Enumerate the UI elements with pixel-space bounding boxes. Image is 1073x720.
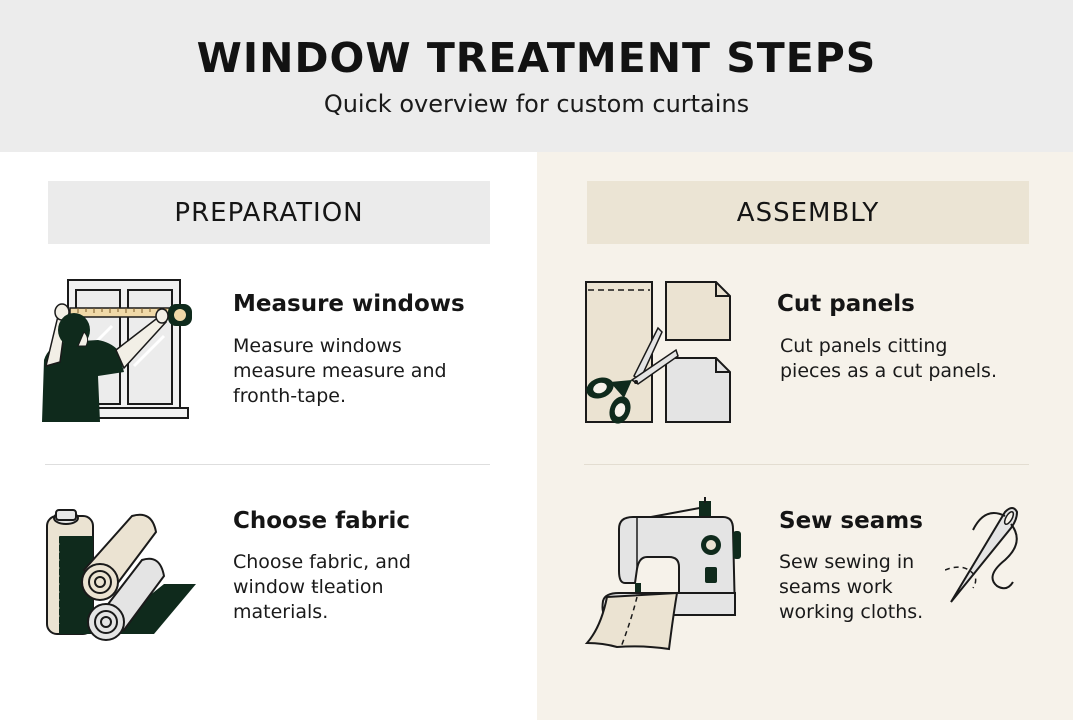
- section-heading-assembly: ASSEMBLY: [587, 181, 1029, 244]
- step-description: Cut panels citting pieces as a cut panel…: [780, 335, 997, 382]
- step-measure-windows: Measure windows Measure windows measure …: [0, 152, 537, 452]
- step-description: Sew sewing in seams work working cloths.: [779, 551, 924, 623]
- step-description: Measure windows measure measure and fron…: [233, 335, 447, 407]
- needle-thread-icon: [945, 502, 1025, 606]
- measuring-tape-window-icon: [38, 276, 194, 426]
- step-description: Choose fabric, and window ŧleation mater…: [233, 551, 411, 623]
- step-divider: [584, 464, 1029, 465]
- page-subtitle: Quick overview for custom curtains: [323, 90, 750, 118]
- sewing-machine-icon: [583, 497, 743, 653]
- step-cut-panels: Cut panels Cut panels citting pieces as …: [537, 152, 1073, 452]
- assembly-panel: ASSEMBLY Cut panels Cut pa: [537, 152, 1073, 720]
- step-divider: [45, 464, 490, 465]
- section-heading-preparation: PREPARATION: [48, 181, 490, 244]
- step-sew-seams: Sew seams Sew sewing in seams work worki…: [537, 452, 1073, 720]
- step-title: Sew seams: [779, 508, 923, 534]
- page-header: WINDOW TREATMENT STEPS Quick overview fo…: [0, 0, 1073, 152]
- page-title: WINDOW TREATMENT STEPS: [196, 34, 877, 82]
- step-title: Measure windows: [233, 291, 465, 317]
- scissors-panels-icon: [582, 276, 738, 426]
- step-title: Choose fabric: [233, 508, 411, 534]
- fabric-rolls-icon: [44, 506, 200, 642]
- step-choose-fabric: Choose fabric Choose fabric, and window …: [0, 452, 537, 720]
- preparation-panel: PREPARATION: [0, 152, 537, 720]
- step-title: Cut panels: [777, 291, 915, 317]
